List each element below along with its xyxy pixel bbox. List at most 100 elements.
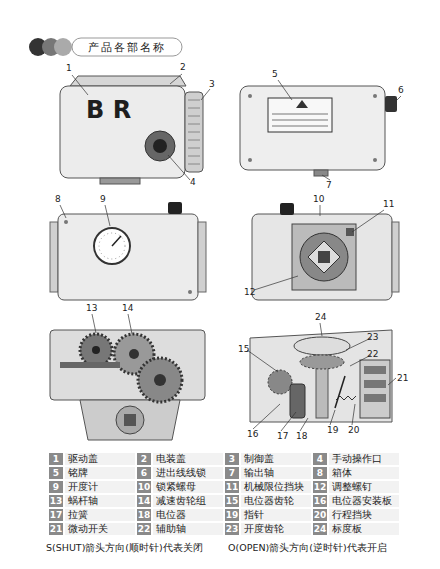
callout-number: 22 [367, 350, 378, 359]
leader-line [168, 155, 190, 180]
actuator-front-photo [188, 132, 200, 133]
leader-line [254, 276, 298, 290]
callout-number: 11 [383, 200, 394, 209]
actuator-top-photo [373, 158, 377, 162]
actuator-top-photo [240, 86, 385, 170]
callout-number: 10 [313, 195, 324, 204]
table-name-cell: 调整螺钉 [328, 480, 400, 494]
actuator-top-photo [272, 120, 328, 121]
leader-line [300, 418, 308, 431]
table-name-cell: 拉簧 [64, 508, 136, 522]
table-number-cell: 14 [136, 494, 152, 508]
actuator-gauge-photo [168, 202, 182, 214]
leader-line [92, 314, 96, 333]
callout-number: 2 [180, 63, 186, 72]
leader-line [60, 74, 401, 431]
actuator-base-photo [308, 241, 340, 273]
actuator-base-photo [280, 203, 294, 215]
actuator-base-photo [300, 233, 348, 281]
actuator-top-photo [296, 100, 308, 108]
actuator-top-photo [248, 158, 252, 162]
leader-line [352, 210, 384, 232]
actuator-top-photo [385, 96, 397, 112]
table-name-cell: 驱动盖 [64, 452, 136, 466]
actuator-front-photo [60, 76, 203, 184]
table-number-cell: 24 [312, 522, 328, 536]
table-name-cell: 开度计 [64, 480, 136, 494]
table-number-cell: 21 [48, 522, 64, 536]
actuator-top-photo [272, 114, 328, 115]
table-number-cell: 5 [48, 466, 64, 480]
actuator-front-photo [100, 178, 140, 184]
callout-number: 18 [296, 432, 307, 441]
actuator-top-photo [272, 114, 328, 126]
actuator-gauge-photo [112, 236, 121, 246]
gear-train-photo [129, 349, 139, 359]
table-number-cell: 22 [136, 522, 152, 536]
leader-line [281, 412, 296, 431]
actuator-top-photo [272, 126, 328, 127]
callout-number: 17 [277, 432, 288, 441]
gear-train-photo [92, 346, 100, 354]
leader-line [60, 205, 66, 218]
actuator-top-photo [373, 94, 377, 98]
actuator-front-photo [188, 108, 200, 109]
table-name-cell: 电位器齿轮 [240, 494, 312, 508]
title-banner [54, 38, 72, 56]
actuator-front-photo [188, 164, 200, 165]
table-name-cell: 开度齿轮 [240, 522, 312, 536]
table-name-cell: 输出轴 [240, 466, 312, 480]
interior-photo [364, 394, 386, 402]
page-title: 产品各部名称 [88, 42, 166, 53]
interior-photo [294, 337, 350, 355]
actuator-gauge-photo [58, 214, 198, 300]
leader-line [201, 89, 210, 100]
callout-number: 21 [397, 374, 408, 383]
table-number-cell: 3 [224, 452, 240, 466]
gear-train-photo [138, 358, 182, 402]
gear-train-photo [116, 406, 144, 434]
table-name-cell: 制御盖 [240, 452, 312, 466]
actuator-front-photo [188, 100, 200, 164]
leader-line [128, 314, 132, 334]
actuator-front-photo [188, 116, 200, 117]
actuator-gauge-photo [50, 202, 206, 300]
actuator-gauge-photo [99, 233, 125, 259]
leader-line [396, 96, 401, 101]
table-name-cell: 机械限位挡块 [240, 480, 312, 494]
interior-photo [290, 384, 305, 418]
brand-mark: B R [86, 98, 131, 122]
actuator-top-photo [240, 86, 397, 176]
actuator-front-photo [70, 76, 186, 86]
actuator-front-photo [188, 156, 200, 157]
table-number-cell: 15 [224, 494, 240, 508]
table-name-cell: 指针 [240, 508, 312, 522]
table-name-cell: 进出线线锁 [152, 466, 224, 480]
callout-number: 20 [348, 426, 359, 435]
leader-line [72, 75, 88, 95]
actuator-base-photo [346, 228, 354, 236]
actuator-gauge-photo [50, 222, 58, 292]
table-name-cell: 手动操作口 [328, 452, 400, 466]
table-number-cell: 2 [136, 452, 152, 466]
table-name-cell: 锁紧螺母 [152, 480, 224, 494]
interior-photo [250, 330, 392, 422]
actuator-front-photo [188, 100, 200, 101]
table-number-cell: 12 [312, 480, 328, 494]
callout-number: 1 [66, 64, 72, 73]
leader-line [320, 205, 321, 216]
table-number-cell: 6 [136, 466, 152, 480]
interior-photo [335, 376, 345, 408]
table-number-cell: 17 [48, 508, 64, 522]
table-name-cell: 电位器 [152, 508, 224, 522]
table-name-cell: 箱体 [328, 466, 400, 480]
actuator-front-photo [188, 148, 200, 149]
table-number-cell: 11 [224, 480, 240, 494]
gear-train-photo [60, 362, 120, 368]
leader-line [322, 175, 330, 180]
table-name-cell: 减速齿轮组 [152, 494, 224, 508]
leader-line [105, 205, 110, 226]
leader-line [320, 323, 322, 336]
callout-number: 4 [190, 178, 196, 187]
